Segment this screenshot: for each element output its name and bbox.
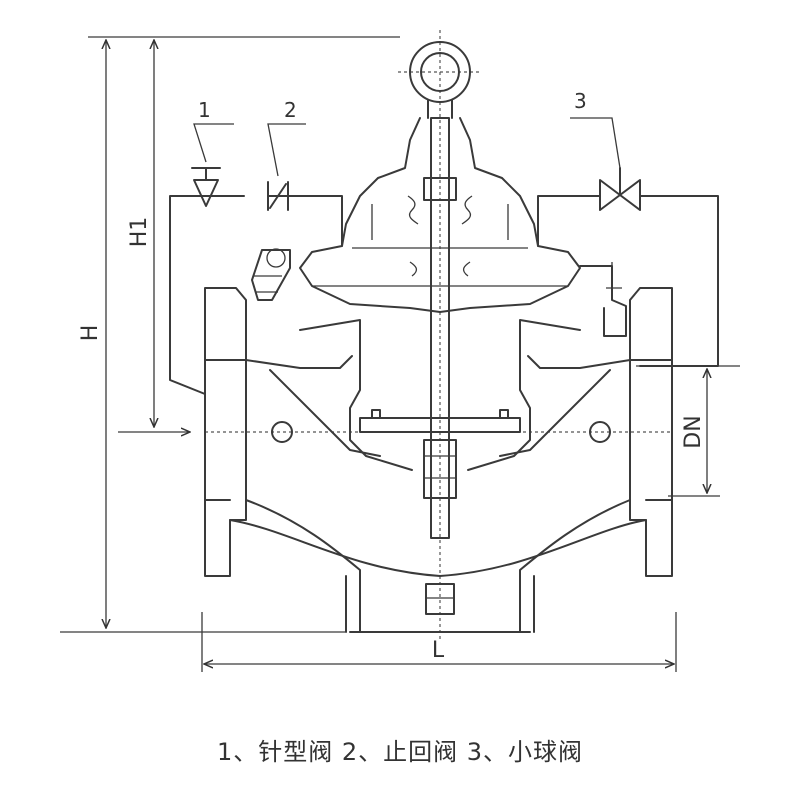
needle-valve-icon (191, 167, 221, 207)
dimension-label-H: H (78, 325, 103, 342)
dimension-H1: H1 (118, 40, 190, 432)
check-valve-icon (267, 181, 289, 211)
ball-valve-icon (599, 167, 641, 211)
lifting-eye (409, 41, 471, 119)
valve-stem (423, 117, 457, 539)
center-lines (205, 30, 672, 640)
callout-number-3: 3 (574, 89, 587, 113)
valve-body (204, 287, 673, 633)
callout-1: 1 (193, 98, 234, 163)
callout-number-2: 2 (284, 98, 297, 122)
callout-2: 2 (267, 98, 306, 177)
dimension-H: H (60, 36, 400, 633)
dimension-DN: DN (636, 365, 740, 497)
dimension-label-H1: H1 (127, 217, 152, 248)
dimension-label-DN: DN (681, 415, 706, 448)
dimension-label-L: L (432, 638, 445, 663)
control-piping (169, 195, 719, 395)
legend-caption: 1、针型阀 2、止回阀 3、小球阀 (216, 738, 584, 766)
callout-3: 3 (570, 89, 621, 169)
dimension-L: L (201, 612, 677, 672)
callout-number-1: 1 (198, 98, 211, 122)
